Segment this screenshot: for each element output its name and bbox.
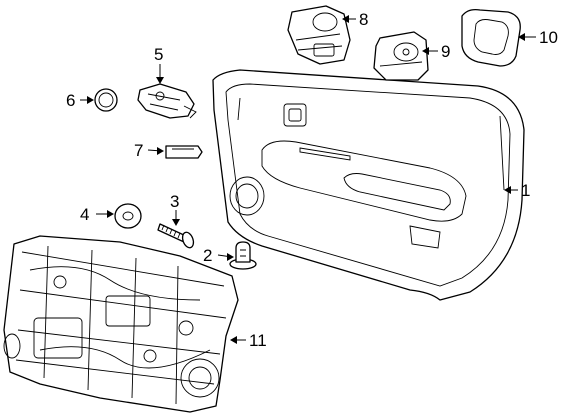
trim-clip	[165, 145, 203, 159]
grommet-plug	[94, 88, 118, 112]
arrow-8	[342, 15, 349, 23]
arrow-2	[227, 253, 234, 261]
arrow-6	[87, 96, 94, 104]
arrow-5	[156, 77, 164, 84]
arrow-9	[422, 47, 429, 55]
callout-labels: 1 2 3 4 5 6 7 8 9 10 11	[66, 10, 558, 350]
push-clip	[229, 241, 257, 270]
callout-7: 7	[134, 141, 143, 160]
callout-11: 11	[249, 331, 267, 350]
screw	[157, 223, 195, 249]
leader-lines	[80, 15, 536, 344]
callout-8: 8	[359, 10, 368, 29]
callout-1: 1	[521, 181, 530, 200]
mirror-switch	[373, 31, 429, 81]
callout-3: 3	[170, 192, 179, 211]
door-trim-panel	[212, 69, 525, 301]
arrow-11	[230, 336, 237, 344]
arrow-7	[157, 147, 164, 155]
arrow-1	[504, 186, 511, 194]
window-switch	[287, 5, 351, 65]
lock-actuator	[137, 83, 197, 119]
callout-10: 10	[539, 28, 558, 47]
arrow-10	[518, 33, 525, 41]
callout-6: 6	[66, 91, 75, 110]
washer-plug	[114, 203, 142, 229]
arrow-3	[172, 219, 180, 226]
callout-5: 5	[154, 45, 163, 64]
arrow-4	[107, 210, 114, 218]
callout-9: 9	[441, 42, 450, 61]
switch-bezel	[461, 8, 521, 67]
callout-2: 2	[203, 246, 212, 265]
callout-4: 4	[80, 205, 89, 224]
door-module-carrier	[3, 235, 239, 413]
